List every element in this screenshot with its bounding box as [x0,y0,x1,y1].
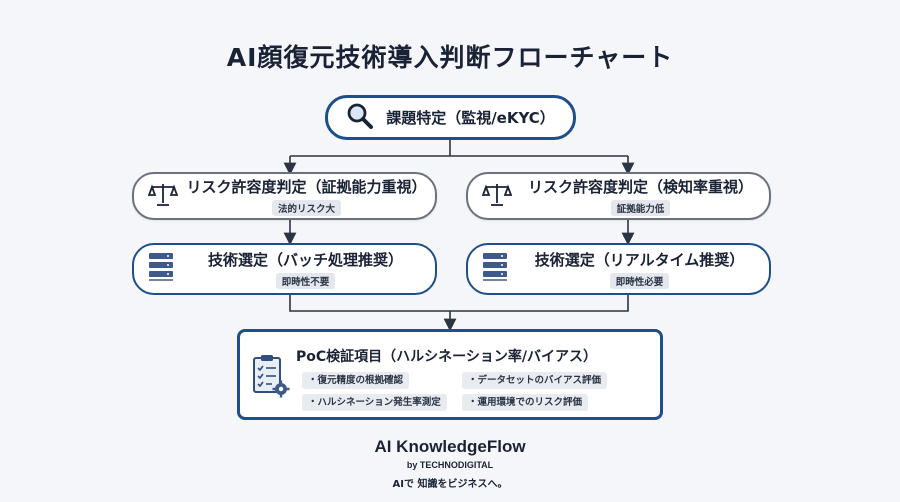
left-risk-label: リスク許容度判定（証拠能力重視） [186,178,427,196]
right-tech-label: 技術選定（リアルタイム推奨） [534,251,745,269]
poc-node: PoC検証項目（ハルシネーション率/バイアス） ・復元精度の根拠確認 ・データセ… [237,329,663,420]
balance-scale-icon [481,181,513,211]
root-label: 課題特定（監視/eKYC） [386,109,555,127]
left-tech-node: 技術選定（バッチ処理推奨） 即時性不要 [132,243,437,295]
search-icon [346,102,374,134]
brand-byline: by TECHNODIGITAL [406,460,494,470]
right-risk-label: リスク許容度判定（検知率重視） [527,178,753,196]
root-node: 課題特定（監視/eKYC） [325,95,576,140]
page-title: AI顔復元技術導入判断フローチャート [226,43,674,72]
left-tech-label: 技術選定（バッチ処理推奨） [207,251,403,269]
left-tech-sub: 即時性不要 [275,273,336,289]
brand-tagline: AIで 知識をビジネスへ。 [392,479,508,490]
right-risk-sub: 証拠能力低 [610,200,671,216]
poc-item: ・データセットのバイアス評価 [462,372,608,389]
left-risk-node: リスク許容度判定（証拠能力重視） 法的リスク大 [132,172,437,220]
server-icon [482,252,510,286]
poc-item: ・ハルシネーション発生率測定 [302,394,447,411]
poc-item: ・復元精度の根拠確認 [302,372,410,389]
right-tech-node: 技術選定（リアルタイム推奨） 即時性必要 [466,243,771,295]
checklist-gear-icon [252,354,290,402]
left-risk-sub: 法的リスク大 [271,200,341,216]
right-risk-node: リスク許容度判定（検知率重視） 証拠能力低 [466,172,771,220]
brand-name: AI KnowledgeFlow [374,437,526,456]
poc-item: ・運用環境でのリスク評価 [462,394,589,411]
right-tech-sub: 即時性必要 [609,273,670,289]
connector-merge-bar [289,295,629,312]
balance-scale-icon [147,181,179,211]
poc-title: PoC検証項目（ハルシネーション率/バイアス） [296,349,597,365]
server-icon [148,252,176,286]
